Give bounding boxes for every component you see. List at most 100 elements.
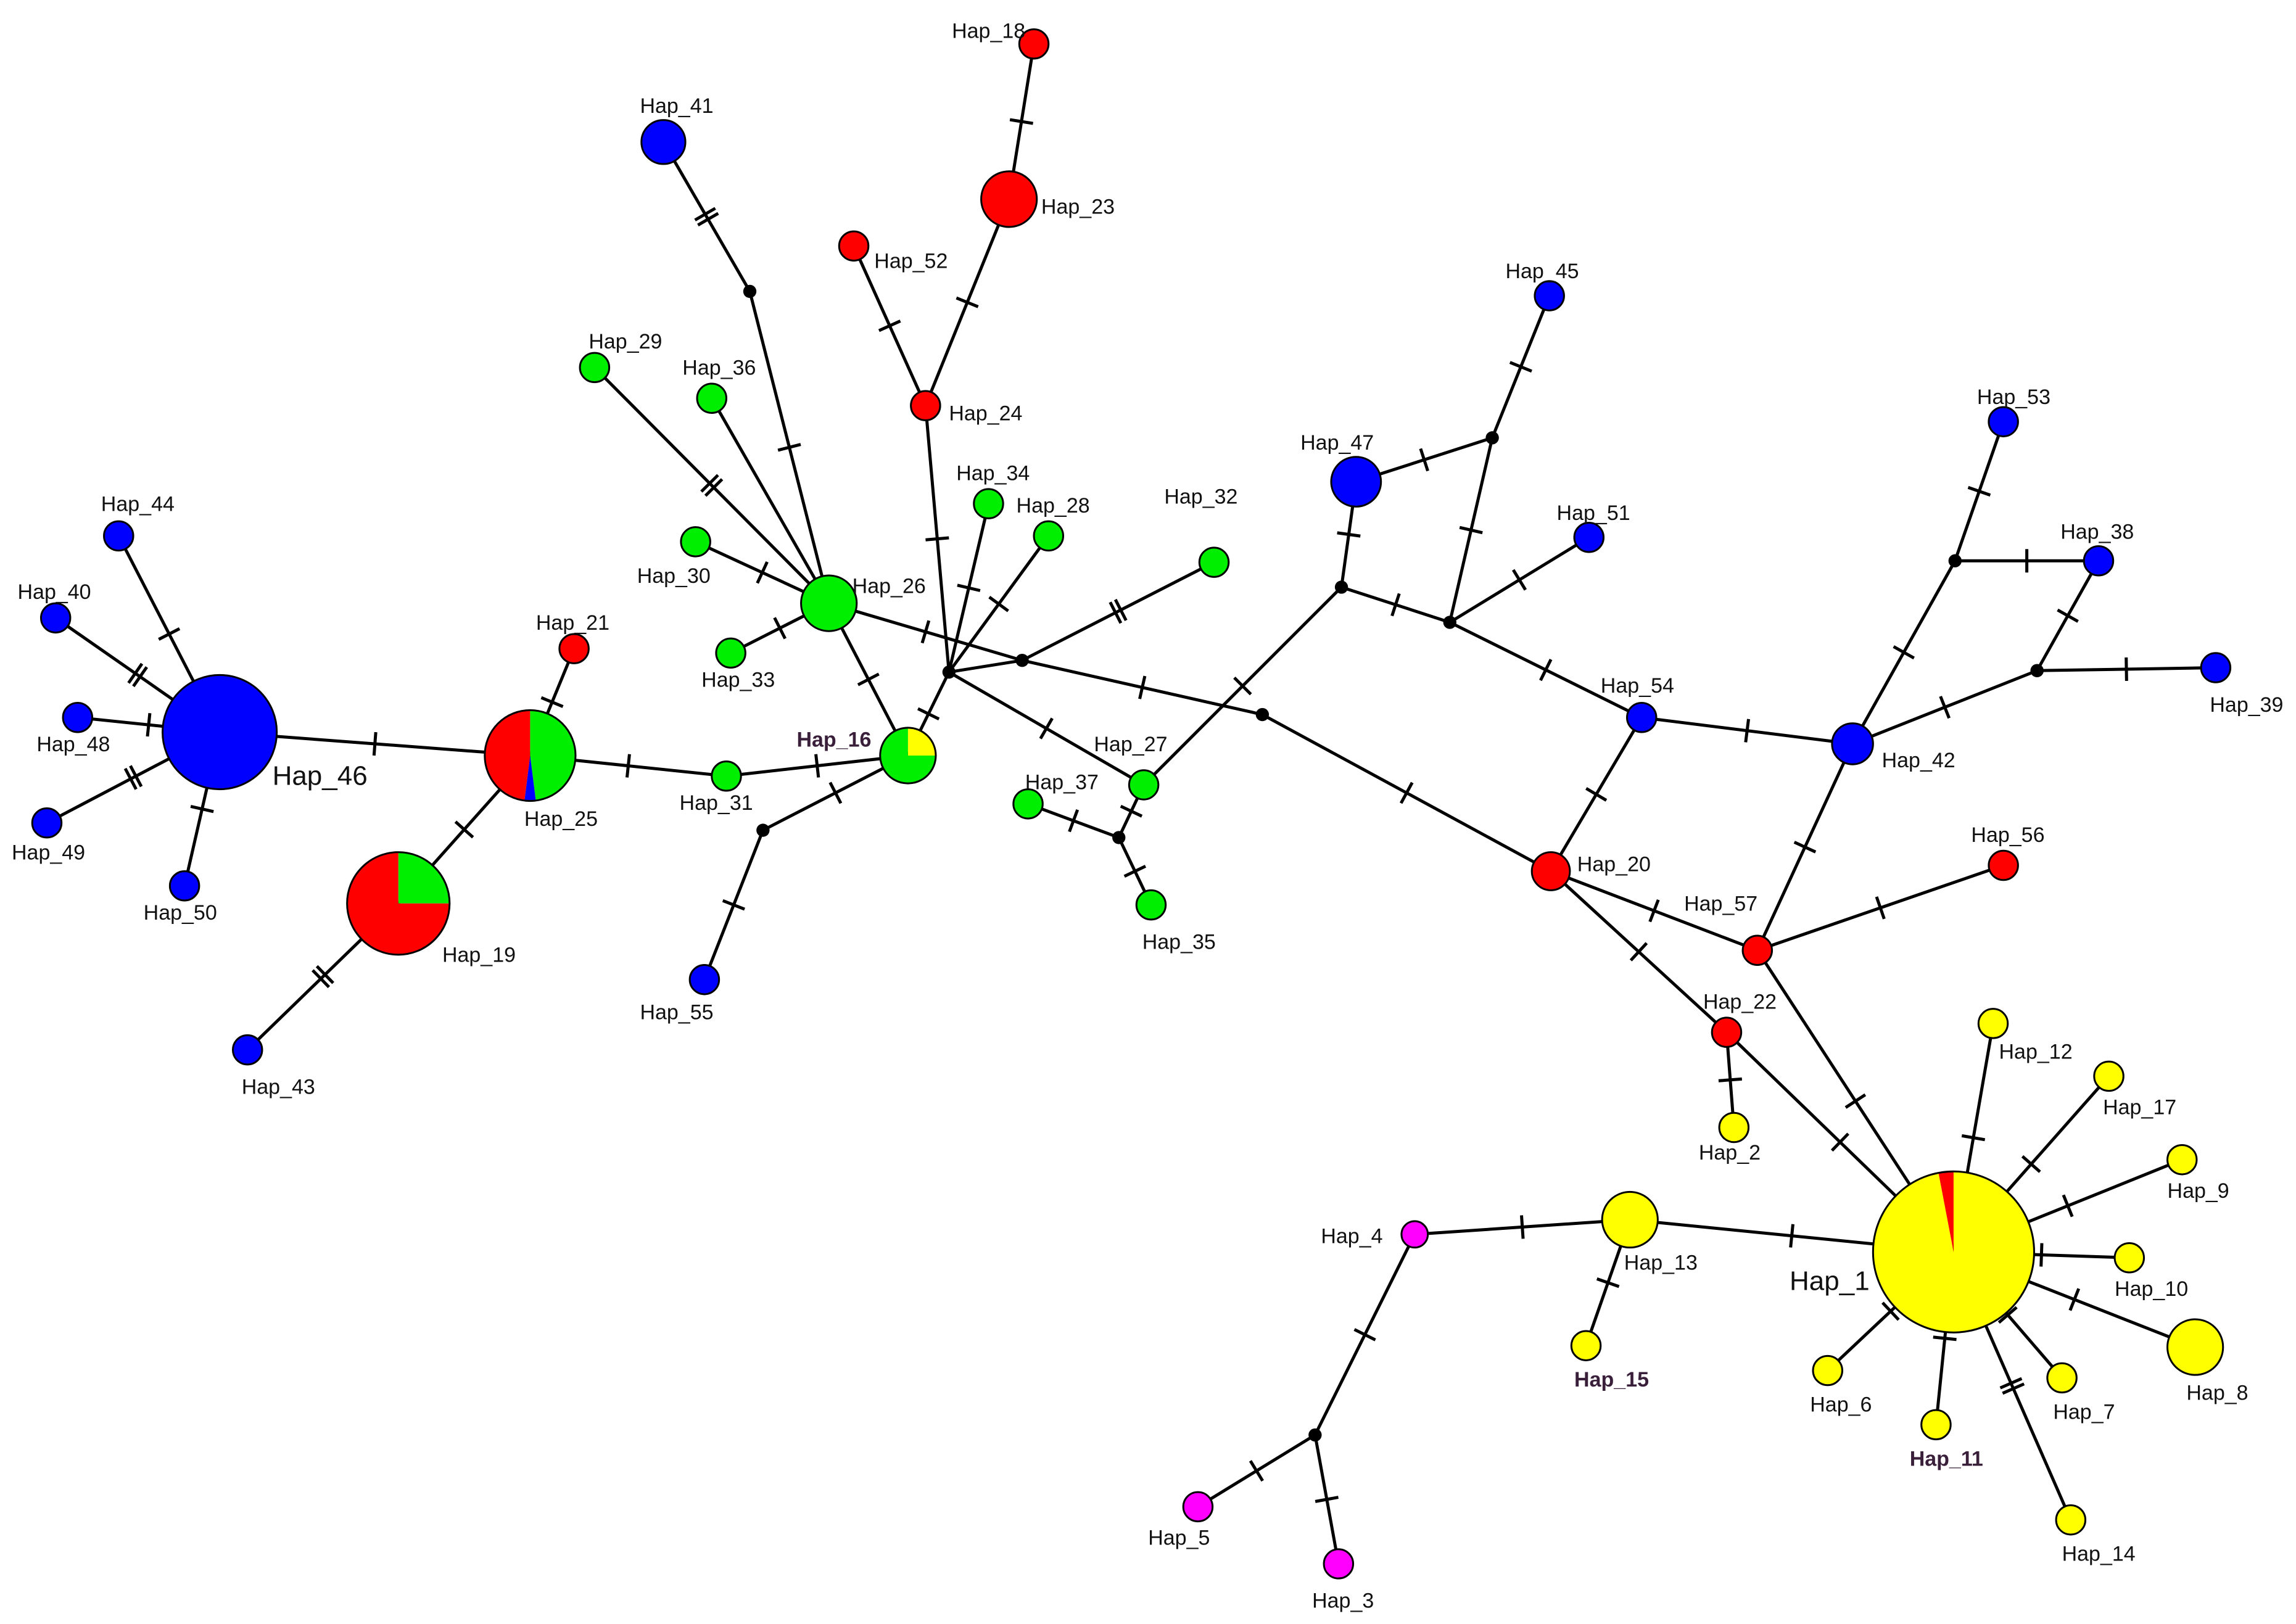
pie-slice: [347, 852, 450, 955]
haplotype-node-Hap_57: [1741, 934, 1774, 966]
mutation-tick: [1511, 569, 1527, 591]
pie-slice: [697, 383, 727, 413]
median-vector-mv5: [1112, 831, 1126, 844]
mutation-tick: [1844, 1093, 1867, 1109]
haplotype-label-Hap_32: Hap_32: [1164, 485, 1237, 509]
pie-slice: [1324, 1549, 1353, 1579]
haplotype-label-Hap_29: Hap_29: [588, 330, 662, 353]
haplotype-node-Hap_18: [1018, 28, 1050, 60]
median-vector-mv13: [1308, 1428, 1322, 1442]
node-outline: [1718, 1111, 1750, 1144]
node-outline: [910, 390, 941, 421]
node-outline: [2046, 1362, 2078, 1394]
pie-slice: [801, 575, 857, 632]
mutation-tick: [777, 443, 801, 452]
node-outline: [1323, 1548, 1355, 1580]
median-vector-mv1: [743, 284, 757, 299]
pie-slice: [1831, 723, 1873, 765]
pie-slice: [1602, 1192, 1658, 1248]
mutation-tick: [1138, 675, 1147, 699]
mutation-tick: [2002, 1382, 2025, 1395]
node-outline: [1920, 1409, 1952, 1441]
pie-slice: [2201, 653, 2231, 683]
mutation-tick: [722, 899, 745, 911]
mutation-tick: [956, 296, 979, 308]
mutation-tick: [1123, 865, 1147, 878]
haplotype-node-Hap_51: [1573, 522, 1605, 553]
haplotype-node-Hap_31: [711, 760, 742, 792]
haplotype-label-Hap_46: Hap_46: [273, 760, 368, 791]
pie-slice: [104, 521, 134, 551]
haplotype-label-Hap_25: Hap_25: [524, 807, 598, 831]
pie-slice: [680, 527, 711, 557]
haplotype-node-Hap_23: [980, 170, 1038, 228]
mutation-tick: [2062, 1194, 2074, 1218]
nodes-layer: [31, 28, 2232, 1580]
node-outline: [688, 963, 721, 995]
node-outline: [2200, 652, 2232, 683]
pie-slice: [641, 120, 686, 164]
node-outline: [1812, 1354, 1843, 1387]
haplotype-node-Hap_15: [1570, 1330, 1602, 1361]
pie-slice: [1571, 1330, 1601, 1361]
mutation-tick: [625, 754, 631, 778]
node-outline: [2083, 545, 2115, 577]
haplotype-label-Hap_30: Hap_30: [637, 564, 711, 588]
mutation-tick: [127, 662, 144, 684]
haplotype-node-Hap_37: [1012, 788, 1044, 820]
haplotype-label-Hap_37: Hap_37: [1025, 771, 1099, 794]
haplotype-label-Hap_49: Hap_49: [12, 841, 85, 865]
mutation-tick: [132, 666, 148, 688]
node-outline: [1741, 934, 1774, 966]
mutation-tick: [1109, 601, 1123, 624]
pie-slice: [32, 808, 62, 838]
node-outline: [103, 520, 134, 552]
median-vector-mv8: [1485, 431, 1499, 445]
node-outline: [484, 709, 577, 802]
node-outline: [715, 637, 746, 669]
edge-mv4-Hap_32: [1021, 561, 1215, 662]
mutation-tick: [1744, 719, 1751, 743]
haplotype-label-Hap_9: Hap_9: [2168, 1179, 2229, 1203]
node-outline: [231, 1034, 263, 1066]
mutation-tick: [1113, 598, 1128, 622]
node-outline: [980, 170, 1038, 228]
mutation-tick: [2125, 657, 2128, 681]
pie-slice: [1331, 456, 1381, 507]
pie-slice: [1938, 1171, 1954, 1252]
haplotype-label-Hap_19: Hap_19: [442, 944, 516, 967]
pie-slice: [484, 710, 531, 801]
haplotype-label-Hap_20: Hap_20: [1577, 853, 1651, 876]
pie-slice: [1019, 29, 1049, 59]
haplotype-node-Hap_56: [1988, 849, 2019, 881]
haplotype-label-Hap_15: Hap_15: [1574, 1368, 1649, 1391]
mutation-tick: [1875, 896, 1886, 920]
pie-slice: [1534, 281, 1564, 311]
node-outline: [168, 870, 200, 902]
mutation-tick: [925, 536, 949, 542]
mutation-tick: [1509, 361, 1532, 373]
haplotype-node-Hap_5: [1182, 1491, 1214, 1523]
haplotype-node-Hap_2: [1718, 1111, 1750, 1144]
edge-mv2-mv4: [948, 659, 1023, 674]
mutation-tick: [1967, 485, 1991, 497]
haplotype-label-Hap_26: Hap_26: [853, 574, 926, 598]
pie-slice: [63, 703, 93, 732]
node-outline: [973, 488, 1004, 519]
haplotype-label-Hap_54: Hap_54: [1601, 674, 1674, 698]
haplotype-node-Hap_33: [715, 637, 746, 669]
node-outline: [1012, 788, 1044, 820]
haplotype-node-Hap_21: [558, 633, 590, 664]
mutation-tick: [2068, 1288, 2081, 1311]
median-vector-mv2: [942, 665, 956, 679]
haplotype-label-Hap_44: Hap_44: [101, 493, 175, 516]
haplotype-node-Hap_34: [973, 488, 1004, 519]
haplotype-node-Hap_54: [1626, 702, 1658, 733]
mutation-tick: [158, 627, 181, 641]
mutation-tick: [1629, 942, 1648, 962]
pie-slice: [711, 761, 741, 791]
node-outline: [879, 727, 937, 785]
haplotype-node-Hap_17: [2093, 1060, 2125, 1092]
mutation-tick: [1648, 899, 1660, 923]
